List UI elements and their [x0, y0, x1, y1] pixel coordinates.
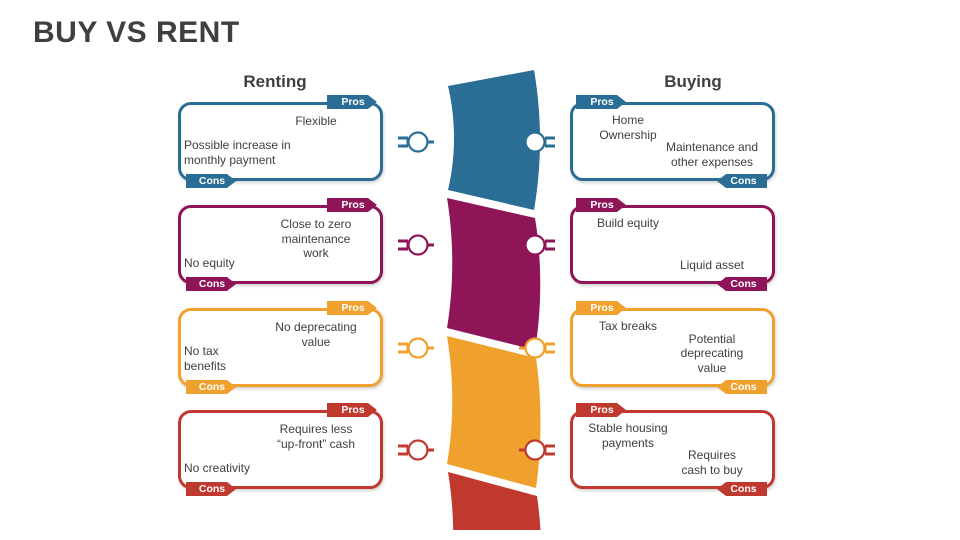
node-ring: [407, 438, 429, 461]
page-title: BUY VS RENT: [33, 16, 240, 49]
node-connector: [519, 336, 555, 359]
node-ring: [524, 438, 546, 461]
pros-tag: Pros: [327, 198, 377, 212]
pros-text: Close to zero maintenance work: [280, 217, 352, 260]
pros-text: Requires less “up-front” cash: [276, 422, 356, 451]
cons-tag: Cons: [717, 174, 767, 188]
cons-tag: Cons: [186, 380, 236, 394]
pros-tag: Pros: [576, 95, 626, 109]
node-connector: [398, 336, 434, 359]
cons-tag: Cons: [186, 482, 236, 496]
node-connector: [398, 438, 434, 461]
pros-tag: Pros: [576, 198, 626, 212]
cons-tag: Cons: [186, 277, 236, 291]
card-outline: [570, 205, 775, 284]
node-ring: [407, 233, 429, 256]
pros-text: Stable housing payments: [588, 421, 668, 450]
node-connector: [398, 233, 434, 256]
cons-text: Maintenance and other expenses: [665, 140, 759, 169]
card-outline: [178, 102, 383, 181]
node-connector: [519, 130, 555, 153]
cons-tag: Cons: [186, 174, 236, 188]
cons-text: Requires cash to buy: [681, 448, 743, 477]
pros-text: Flexible: [295, 114, 337, 128]
cons-text: Potential deprecating value: [680, 331, 744, 375]
card-outline: [570, 410, 775, 489]
card-outline: [570, 102, 775, 181]
pros-text: Build equity: [596, 216, 660, 230]
cons-tag: Cons: [717, 482, 767, 496]
column-header-buying: Buying: [664, 72, 722, 91]
pros-tag: Pros: [327, 95, 377, 109]
cons-text: Liquid asset: [679, 257, 745, 272]
cons-tag: Cons: [717, 380, 767, 394]
cons-text: No equity: [184, 255, 235, 270]
node-ring: [524, 336, 546, 359]
column-header-renting: Renting: [243, 72, 307, 91]
node-connector: [398, 130, 434, 153]
card-outline: [178, 308, 383, 387]
card-outline: [178, 205, 383, 284]
node-connector: [519, 233, 555, 256]
pros-tag: Pros: [576, 403, 626, 417]
pros-tag: Pros: [327, 301, 377, 315]
pros-tag: Pros: [327, 403, 377, 417]
cons-text: No creativity: [184, 460, 251, 475]
node-ring: [407, 130, 429, 153]
node-ring: [524, 130, 546, 153]
cons-text: No tax benefits: [184, 344, 227, 373]
node-connector: [519, 438, 555, 461]
pros-tag: Pros: [576, 301, 626, 315]
node-ring: [407, 336, 429, 359]
pros-text: Home Ownership: [599, 113, 657, 142]
node-ring: [524, 233, 546, 256]
pros-text: Tax breaks: [598, 319, 658, 333]
card-outline: [178, 410, 383, 489]
cons-text: Possible increase in monthly payment: [184, 138, 291, 167]
card-outline: [570, 308, 775, 387]
pros-text: No deprecating value: [275, 320, 357, 349]
cons-tag: Cons: [717, 277, 767, 291]
